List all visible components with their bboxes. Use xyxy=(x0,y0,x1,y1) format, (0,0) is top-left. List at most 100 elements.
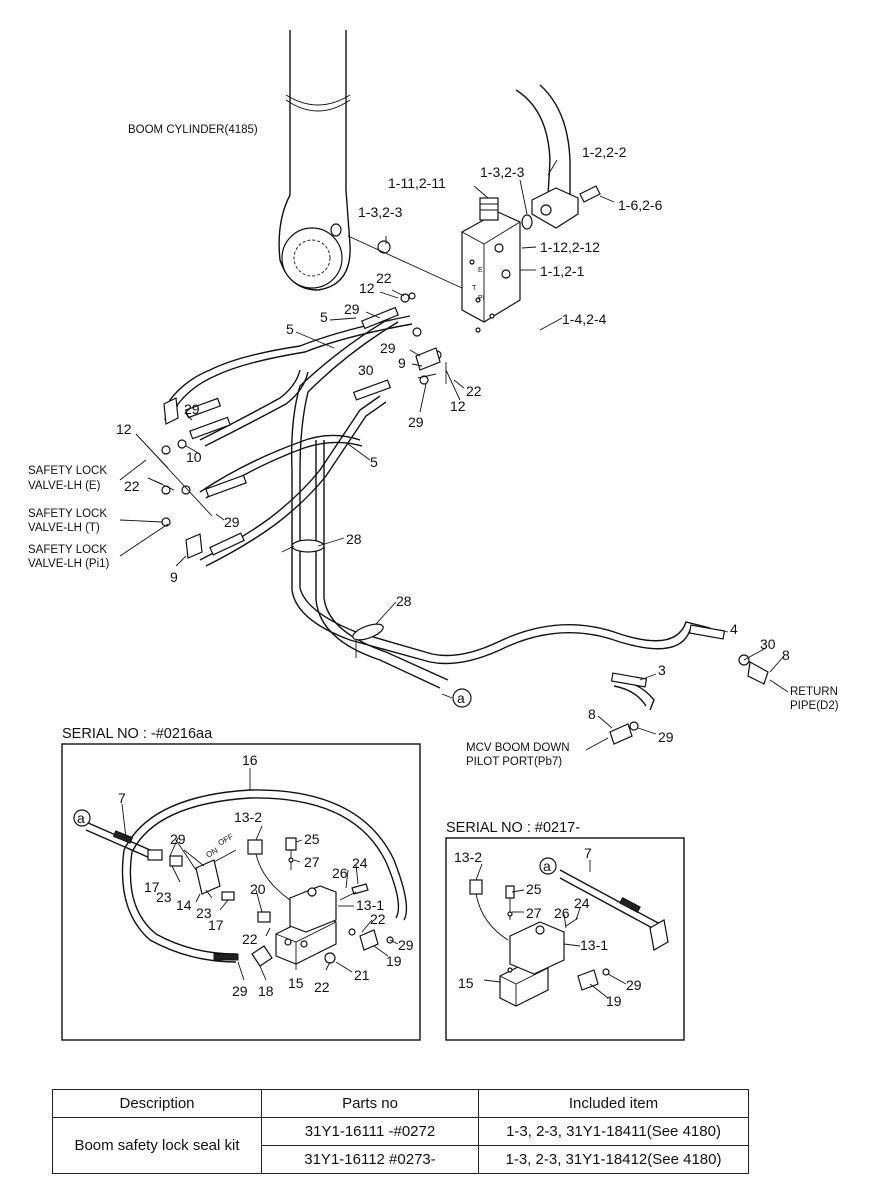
inset1-off: OFF xyxy=(217,832,235,848)
callout-9-b: 9 xyxy=(170,569,178,585)
return-pipe-line1: RETURN xyxy=(790,686,838,698)
inset2-serial-title: SERIAL NO : #0217- xyxy=(446,820,580,836)
mcv-port-line2: PILOT PORT(Pb7) xyxy=(466,756,562,768)
inset1-on: ON xyxy=(205,846,220,860)
callout-1-12: 1-12,2-12 xyxy=(540,239,600,255)
svg-text:E: E xyxy=(478,267,483,274)
inset-serial-0217: SERIAL NO : #0217- a 13-2 7 25 27 xyxy=(445,820,685,1041)
callout-12-b: 12 xyxy=(450,398,466,414)
callout-22-c: 22 xyxy=(124,478,140,494)
header-description: Description xyxy=(52,1089,262,1118)
inset1-23-a: 23 xyxy=(156,889,172,905)
circle-a-label: a xyxy=(457,690,465,706)
inset1-18: 18 xyxy=(258,983,274,999)
inset1-20: 20 xyxy=(250,881,266,897)
callout-22-b: 22 xyxy=(466,383,482,399)
inset2-29: 29 xyxy=(626,977,642,993)
inset2-a-label: a xyxy=(543,858,551,874)
callout-30-b: 30 xyxy=(760,636,776,652)
inset1-19: 19 xyxy=(386,953,402,969)
inset1-labels: 16 7 13-2 25 27 29 ON OFF 26 24 13-1 17 … xyxy=(118,752,414,999)
callout-8-a: 8 xyxy=(782,647,790,663)
callout-5-c: 5 xyxy=(370,454,378,470)
safety-lock-e-line2: VALVE-LH (E) xyxy=(28,480,101,492)
svg-text:T: T xyxy=(472,285,477,292)
inset2-24: 24 xyxy=(574,895,590,911)
callout-29-a: 29 xyxy=(344,301,360,317)
header-parts-no: Parts no xyxy=(261,1089,479,1118)
inset1-25: 25 xyxy=(304,831,320,847)
safety-lock-pi1-line2: VALVE-LH (Pi1) xyxy=(28,558,110,570)
mcv-port-line1: MCV BOOM DOWN xyxy=(466,742,570,754)
inset2-13-1: 13-1 xyxy=(580,937,608,953)
safety-lock-t-line2: VALVE-LH (T) xyxy=(28,522,100,534)
inset1-22-c: 22 xyxy=(314,979,330,995)
o-ring-1-3b xyxy=(521,214,533,230)
inset1-23-b: 23 xyxy=(196,905,212,921)
callout-29-c: 29 xyxy=(408,414,424,430)
hose-fittings xyxy=(161,292,769,745)
callout-1-3-left: 1-3,2-3 xyxy=(358,204,403,220)
callout-3: 3 xyxy=(658,662,666,678)
inset1-29-b: 29 xyxy=(398,937,414,953)
safety-lock-e-line1: SAFETY LOCK xyxy=(28,465,107,477)
callout-29-b: 29 xyxy=(380,340,396,356)
inset1-13-1: 13-1 xyxy=(356,897,384,913)
clamp-28 xyxy=(281,539,384,658)
return-pipe-line2: PIPE(D2) xyxy=(790,700,839,712)
circle-a-marker xyxy=(452,688,472,708)
inset1-22-b: 22 xyxy=(370,911,386,927)
inset2-25: 25 xyxy=(526,881,542,897)
cell-parts-no: 31Y1-16112 #0273- xyxy=(261,1145,479,1174)
inset-serial-0216: SERIAL NO : -#0216aa a xyxy=(61,726,421,1041)
table-row: Boom safety lock seal kit 31Y1-16111 -#0… xyxy=(52,1117,749,1174)
inset1-13-2: 13-2 xyxy=(234,809,262,825)
inset2-27: 27 xyxy=(526,905,542,921)
inset2-26: 26 xyxy=(554,905,570,921)
cell-included: 1-3, 2-3, 31Y1-18411(See 4180) xyxy=(478,1117,749,1146)
cell-description: Boom safety lock seal kit xyxy=(52,1117,262,1174)
inset1-serial-title: SERIAL NO : -#0216aa xyxy=(62,726,213,742)
inset1-7: 7 xyxy=(118,790,126,806)
cell-parts-no: 31Y1-16111 -#0272 xyxy=(261,1117,479,1146)
inset2-7: 7 xyxy=(584,845,592,861)
inset1-17-a: 17 xyxy=(144,879,160,895)
callout-8-b: 8 xyxy=(588,706,596,722)
table-header-row: Description Parts no Included item xyxy=(52,1089,749,1118)
hydraulic-piping-diagram: E T PI xyxy=(28,30,839,1041)
hose-routing xyxy=(164,315,711,711)
inset1-21: 21 xyxy=(354,967,370,983)
callout-29-d: 29 xyxy=(184,401,200,417)
callout-4: 4 xyxy=(730,621,738,637)
callout-1-2: 1-2,2-2 xyxy=(582,144,627,160)
callout-5-a: 5 xyxy=(320,309,328,325)
inset1-15: 15 xyxy=(288,975,304,991)
inset1-29-c: 29 xyxy=(232,983,248,999)
inset1-29-a: 29 xyxy=(170,831,186,847)
callout-1-11: 1-11,2-11 xyxy=(388,175,446,191)
safety-lock-t-line1: SAFETY LOCK xyxy=(28,508,107,520)
callout-9-a: 9 xyxy=(398,355,406,371)
callout-12-c: 12 xyxy=(116,421,132,437)
seal-kit-table: Description Parts no Included item Boom … xyxy=(52,1089,749,1174)
inset2-15: 15 xyxy=(458,975,474,991)
inset1-22-a: 22 xyxy=(242,931,258,947)
callout-1-4: 1-4,2-4 xyxy=(562,311,607,327)
callout-28-b: 28 xyxy=(396,593,412,609)
inset1-26: 26 xyxy=(332,865,348,881)
callout-29-f: 29 xyxy=(658,729,674,745)
callout-10: 10 xyxy=(186,449,202,465)
inset1-16: 16 xyxy=(242,752,258,768)
header-included-item: Included item xyxy=(478,1089,749,1118)
inset1-27: 27 xyxy=(304,854,320,870)
inset2-13-2: 13-2 xyxy=(454,849,482,865)
callout-22-a: 22 xyxy=(376,270,392,286)
callout-1-1: 1-1,2-1 xyxy=(540,263,585,279)
inset1-24: 24 xyxy=(352,855,368,871)
o-ring-1-3 xyxy=(377,240,391,254)
inset1-14: 14 xyxy=(176,897,192,913)
cell-included: 1-3, 2-3, 31Y1-18412(See 4180) xyxy=(478,1145,749,1174)
safety-lock-pi1-line1: SAFETY LOCK xyxy=(28,544,107,556)
callout-28-a: 28 xyxy=(346,531,362,547)
callout-1-3-top: 1-3,2-3 xyxy=(480,164,525,180)
